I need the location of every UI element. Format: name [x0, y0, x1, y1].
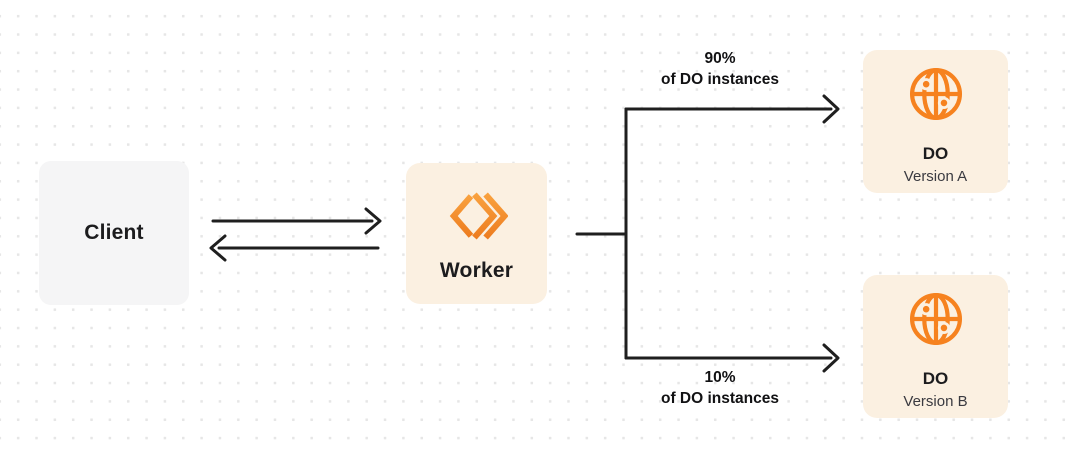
do-a-title: DO — [922, 144, 949, 163]
workers-icon — [449, 191, 508, 240]
client-label: Client — [84, 221, 144, 244]
do-b-title: DO — [922, 369, 949, 388]
edge-label-10-percent: 10% of DO instances — [610, 367, 830, 409]
edge-label-10-line2: of DO instances — [661, 390, 779, 407]
edge-label-90-percent: 90% of DO instances — [610, 48, 830, 90]
node-client: Client — [39, 161, 189, 305]
do-a-subtitle: Version A — [903, 168, 968, 185]
edge-label-90-line1: 90% — [704, 50, 736, 67]
worker-label: Worker — [439, 258, 514, 282]
durable-object-globe-icon — [909, 67, 962, 121]
arrowhead-left-icon — [209, 234, 227, 262]
node-do-version-a: DO Version A — [863, 50, 1008, 193]
durable-object-globe-icon — [909, 292, 962, 346]
node-do-version-b: DO Version B — [863, 275, 1008, 418]
arrowhead-do-a-icon — [822, 94, 840, 124]
arrowhead-right-icon — [364, 207, 382, 235]
edge-label-90-line2: of DO instances — [661, 71, 779, 88]
do-b-subtitle: Version B — [903, 393, 968, 410]
edge-label-10-line1: 10% — [704, 369, 736, 386]
node-worker: Worker — [406, 163, 547, 304]
